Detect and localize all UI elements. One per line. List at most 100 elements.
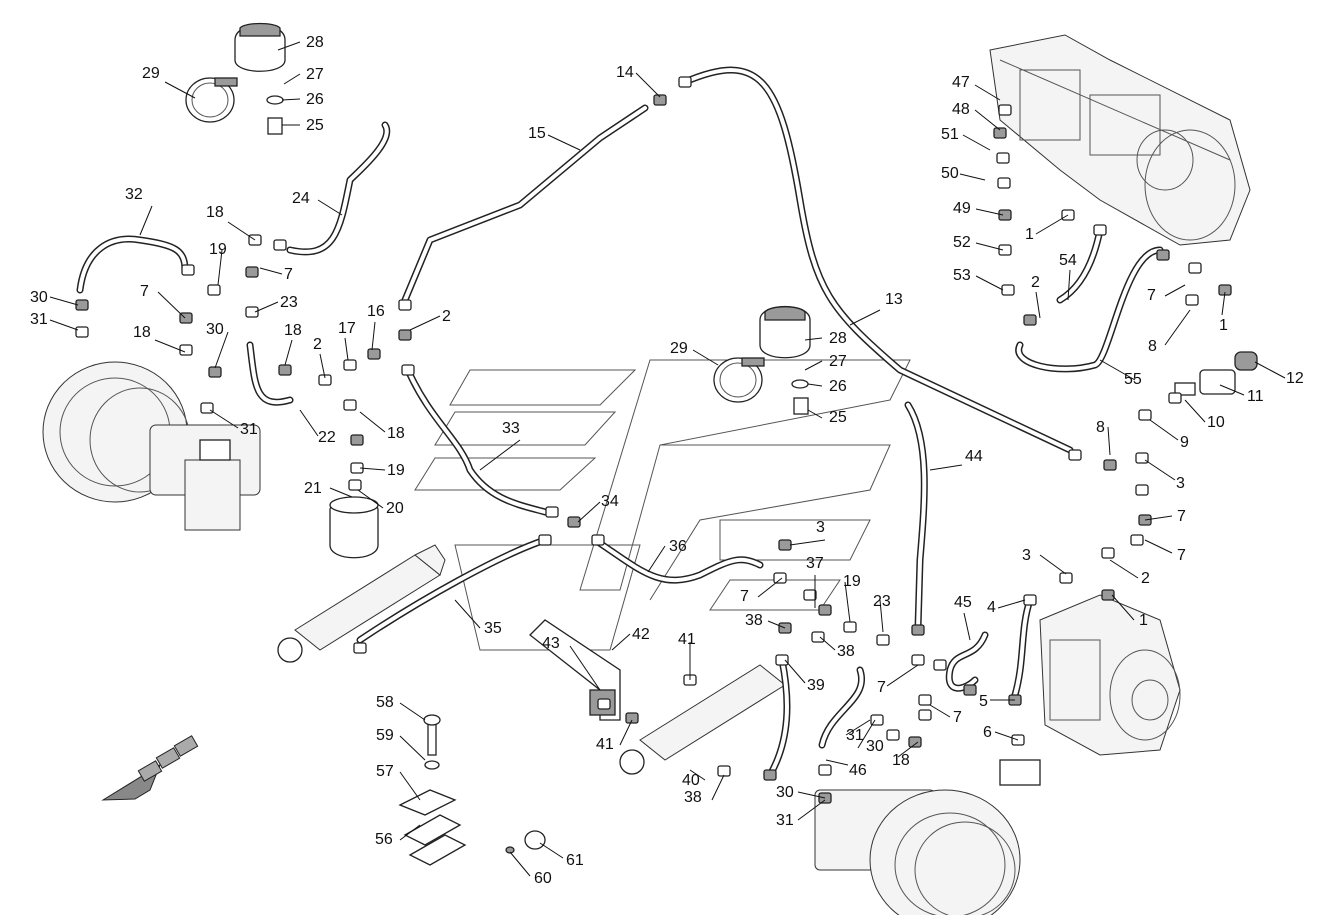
leader-line [711, 774, 725, 801]
fitting [1093, 224, 1107, 236]
callout-3: 3 [1176, 475, 1185, 492]
fitting [876, 634, 890, 646]
callout-15: 15 [528, 125, 546, 142]
hydraulic-cylinder-center [619, 664, 786, 775]
leader-line [283, 73, 301, 85]
fitting [318, 374, 332, 386]
quick-coupling [1174, 351, 1258, 396]
fitting [1168, 392, 1182, 404]
leader-line [1067, 269, 1071, 301]
fitting [1185, 294, 1199, 306]
fitting [963, 684, 977, 696]
leader-line [547, 134, 581, 151]
callout-8: 8 [1148, 338, 1157, 355]
leader-line [689, 769, 706, 781]
callout-6: 6 [983, 724, 992, 741]
fitting [763, 769, 777, 781]
fitting [911, 654, 925, 666]
callout-1: 1 [1139, 612, 1148, 629]
leader-line [299, 409, 319, 437]
callout-33: 33 [502, 420, 520, 437]
fitting [998, 209, 1012, 221]
fitting [398, 299, 412, 311]
leader-line [454, 599, 481, 629]
callout-16: 16 [367, 303, 385, 320]
fitting [993, 127, 1007, 139]
leader-line [757, 577, 783, 598]
fitting [653, 94, 667, 106]
callout-17: 17 [338, 320, 356, 337]
callout-54: 54 [1059, 252, 1077, 269]
leader-line [929, 704, 951, 718]
callout-18: 18 [133, 324, 151, 341]
callout-57: 57 [376, 763, 394, 780]
leader-line [1164, 284, 1186, 297]
callout-38: 38 [837, 643, 855, 660]
fitting [625, 712, 639, 724]
callout-8: 8 [1096, 419, 1105, 436]
pump-unit-bottom-right [999, 594, 1181, 786]
hose-44 [904, 401, 928, 632]
callout-32: 32 [125, 186, 143, 203]
leader-line [807, 409, 823, 419]
callout-3: 3 [816, 519, 825, 536]
leader-line [569, 645, 601, 691]
leader-line [929, 464, 963, 471]
callout-61: 61 [566, 852, 584, 869]
callout-21: 21 [304, 480, 322, 497]
hose-55 [1015, 246, 1164, 373]
leader-line [692, 349, 719, 366]
hose-24 [286, 121, 391, 256]
leader-line [49, 296, 79, 306]
fitting [278, 364, 292, 376]
callout-14: 14 [616, 64, 634, 81]
leader-line [154, 339, 186, 353]
callout-30: 30 [30, 289, 48, 306]
callout-1: 1 [1219, 317, 1228, 334]
callout-18: 18 [284, 322, 302, 339]
leader-line [1111, 594, 1135, 621]
hose-46 [818, 666, 866, 749]
leader-line [1144, 539, 1173, 554]
fitting [348, 479, 362, 491]
fitting [843, 621, 857, 633]
leader-line [1144, 515, 1173, 521]
leader-line [371, 321, 376, 351]
callout-19: 19 [209, 241, 227, 258]
leader-line [1221, 291, 1226, 316]
fitting [933, 659, 947, 671]
callout-45: 45 [954, 594, 972, 611]
callout-19: 19 [843, 573, 861, 590]
leader-line [819, 636, 836, 651]
callout-3: 3 [1022, 547, 1031, 564]
fitting [1138, 409, 1152, 421]
leader-line [281, 98, 301, 101]
leader-line [857, 719, 876, 749]
leader-line [254, 301, 279, 313]
hose-36 [594, 538, 764, 584]
hose-45 [945, 631, 989, 692]
leader-line [214, 331, 229, 369]
callout-2: 2 [1031, 274, 1040, 291]
fitting [997, 177, 1011, 189]
leader-line [975, 275, 1004, 291]
leader-line [619, 719, 633, 746]
fitting [998, 244, 1012, 256]
leader-line [209, 409, 239, 429]
callout-51: 51 [941, 126, 959, 143]
callout-38: 38 [745, 612, 763, 629]
hydraulic-cylinder-left [277, 544, 446, 663]
callout-18: 18 [206, 204, 224, 221]
leader-line [767, 620, 786, 629]
fitting [998, 104, 1012, 116]
leader-line [577, 501, 601, 523]
fitting [778, 539, 792, 551]
callout-28: 28 [306, 34, 324, 51]
leader-line [1254, 361, 1286, 379]
callout-43: 43 [542, 635, 560, 652]
hose-39 [766, 656, 791, 779]
callout-31: 31 [776, 812, 794, 829]
leader-line [959, 173, 986, 181]
callout-22: 22 [318, 429, 336, 446]
callout-7: 7 [140, 283, 149, 300]
